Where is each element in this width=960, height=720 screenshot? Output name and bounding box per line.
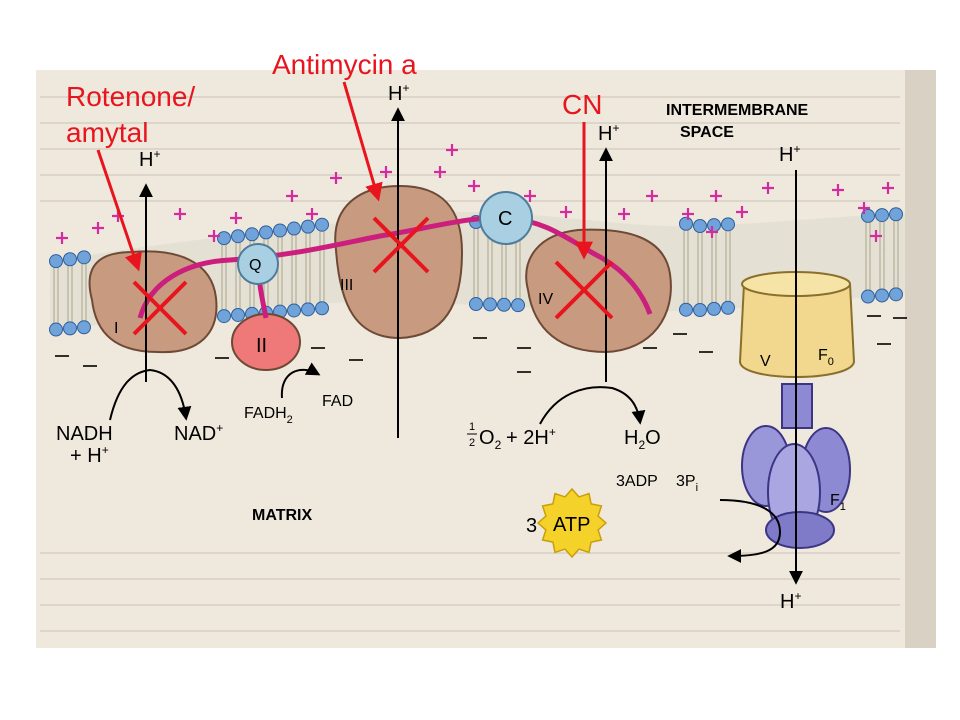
lipid-head xyxy=(49,254,63,269)
rotenone-label-1: Rotenone/ xyxy=(66,81,195,112)
pi-label: 3Pi xyxy=(676,473,698,494)
oxygen-reduction: 1 2 O2 + 2H+ H2O xyxy=(467,386,661,452)
inhibitor-rotenone: Rotenone/ amytal xyxy=(66,81,195,336)
gear-shape xyxy=(536,487,608,559)
inhibitor-cyanide: CN xyxy=(554,89,614,320)
intermembrane-space-label-2: SPACE xyxy=(680,124,734,141)
oxygen-coef-num: 1 xyxy=(469,421,475,433)
lipid-head xyxy=(63,252,77,267)
lipid-head xyxy=(861,289,875,304)
h-plus-synthase-out: H+ xyxy=(780,589,801,613)
lipid-head xyxy=(679,302,693,317)
lipid-head xyxy=(231,229,245,244)
matrix-label: MATRIX xyxy=(252,507,312,524)
atp-label: ATP xyxy=(553,514,590,536)
h-plus-complex-iii: H+ xyxy=(388,81,409,105)
coenzyme-q-label: Q xyxy=(249,257,261,274)
two-h-plus-label: + 2H+ xyxy=(506,425,556,449)
oxygen-coef-den: 2 xyxy=(469,437,475,449)
lipid-head xyxy=(217,309,231,324)
cyanide-label: CN xyxy=(562,89,602,120)
adp-label: 3ADP xyxy=(616,473,658,490)
antimycin-label: Antimycin a xyxy=(272,49,417,80)
intermembrane-space-label-1: INTERMEMBRANE xyxy=(666,102,809,119)
lipid-head xyxy=(511,298,525,313)
lipid-head xyxy=(231,307,245,322)
block-x-complex-iii xyxy=(372,216,430,274)
coenzyme-q: Q xyxy=(237,243,279,285)
block-x-complex-iv xyxy=(554,260,614,320)
h-plus-complex-iv: H+ xyxy=(598,121,619,145)
lipid-head xyxy=(49,322,63,337)
lipid-head xyxy=(707,218,721,233)
lipid-head xyxy=(469,297,483,312)
f1-head xyxy=(741,383,851,549)
lipid-head xyxy=(721,300,735,315)
complex-iii-label: III xyxy=(340,277,353,294)
fadh2-label: FADH2 xyxy=(244,405,293,426)
h-plus-complex-i: H+ xyxy=(139,147,160,171)
complex-ii-label: II xyxy=(256,335,267,357)
lipid-head xyxy=(693,219,707,233)
lipid-head xyxy=(875,208,889,223)
lipid-head xyxy=(679,216,693,231)
fad-label: FAD xyxy=(322,393,353,410)
lipid-head xyxy=(273,223,287,238)
lipid-head xyxy=(707,301,721,316)
lipid-head xyxy=(889,207,903,222)
lipid-head xyxy=(287,221,301,236)
f0-label: F0 xyxy=(818,347,834,368)
block-x-complex-i xyxy=(132,280,188,336)
lipid-head xyxy=(77,250,91,265)
lipid-head xyxy=(693,303,707,317)
lipid-head xyxy=(483,297,497,312)
lipid-head xyxy=(217,231,231,246)
water-label: H2O xyxy=(624,427,661,452)
lipid-head xyxy=(875,288,889,303)
lipid-head xyxy=(315,217,329,232)
lipid-head xyxy=(245,227,259,242)
lipid-head xyxy=(889,287,903,302)
nadh-plus-h-label: + H+ xyxy=(70,443,109,467)
lipid-head xyxy=(287,303,301,318)
inhibitor-antimycin: Antimycin a xyxy=(272,49,430,274)
faded-page-text xyxy=(40,96,900,632)
lipid-head-row-inner xyxy=(49,287,903,337)
lipid-head xyxy=(301,302,315,317)
lipid-head xyxy=(301,219,315,234)
rotenone-label-2: amytal xyxy=(66,117,148,148)
f1-label: F1 xyxy=(830,492,846,513)
lipid-head xyxy=(497,297,511,312)
matrix-minus-signs xyxy=(55,315,907,373)
complex-v-label: V xyxy=(760,353,771,370)
lipid-head xyxy=(63,321,77,336)
lipid-head xyxy=(721,217,735,232)
nadh-label: NADH xyxy=(56,423,113,445)
cytochrome-c: C xyxy=(479,191,533,245)
proton-plus-signs xyxy=(56,144,894,244)
oxygen-label: O2 xyxy=(479,427,502,452)
complex-i-label: I xyxy=(114,320,118,337)
complex-ii: II xyxy=(231,313,301,371)
lipid-head xyxy=(315,301,329,316)
atp-synthesis: 3ADP 3Pi 3 ATP xyxy=(526,473,782,563)
lipid-head xyxy=(77,320,91,335)
fadh2-oxidation: FAD FADH2 xyxy=(244,362,353,426)
complex-iv-label: IV xyxy=(538,291,553,308)
atp-coef-label: 3 xyxy=(526,515,537,537)
complex-iv: IV xyxy=(525,228,672,354)
atp-gear-icon xyxy=(536,487,608,559)
nad-plus-label: NAD+ xyxy=(174,421,223,445)
lipid-head xyxy=(259,225,273,240)
nadh-oxidation: NADH + H+ NAD+ xyxy=(56,368,223,467)
cytochrome-c-label: C xyxy=(498,208,512,230)
h-plus-synthase-in: H+ xyxy=(779,142,800,166)
